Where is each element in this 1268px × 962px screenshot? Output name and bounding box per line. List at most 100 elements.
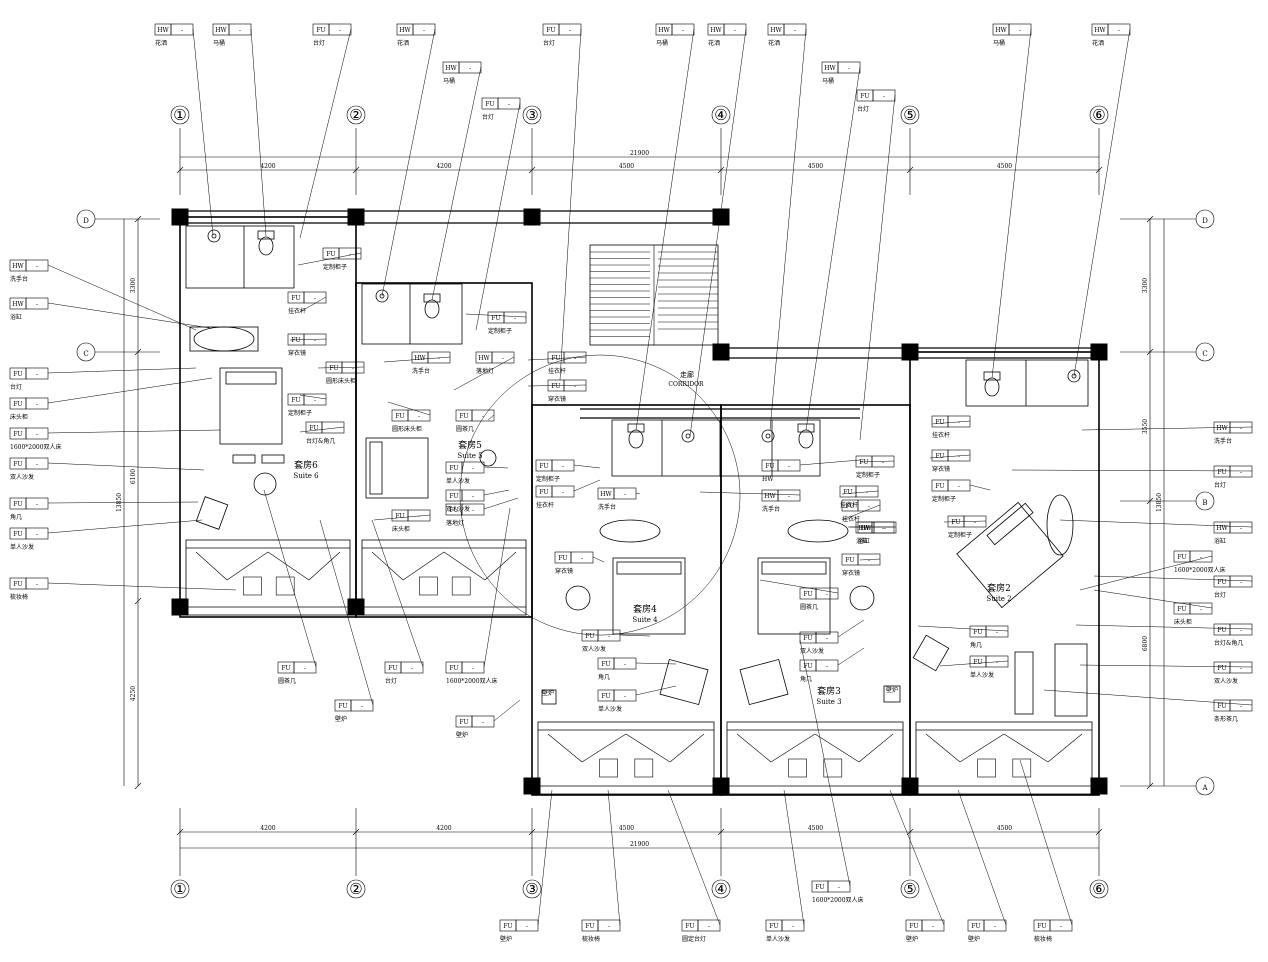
- tag-code: FU: [585, 923, 594, 930]
- tag-label: 马桶: [822, 77, 834, 85]
- tag-label: 角几: [598, 673, 610, 681]
- tag-label: 穿衣镜: [288, 349, 306, 357]
- tag-value-box: [407, 409, 431, 422]
- tag-dash: -: [1240, 425, 1242, 432]
- callout-tag: HW-花洒: [154, 23, 214, 236]
- dimension-segment: 4200: [436, 825, 451, 832]
- balcony-chair: [451, 576, 471, 596]
- callout-tag: FU-台灯&角几: [299, 421, 345, 445]
- bed-pillow: [369, 441, 383, 495]
- tag-leader: [387, 401, 431, 416]
- tag-leader: [453, 356, 515, 391]
- tag-code: FU: [449, 665, 458, 672]
- callout-tag: FU-双人沙发: [1079, 661, 1253, 685]
- tag-value-box: [781, 919, 805, 932]
- axis-label-left: D: [83, 217, 89, 225]
- tag-code: FU: [601, 693, 610, 700]
- tag-label: 浴缸: [856, 537, 868, 545]
- tag-code: HW: [1216, 525, 1228, 532]
- tag-code: FU: [845, 503, 854, 510]
- axis-label-bottom: ⑤: [903, 880, 916, 898]
- basin: [375, 289, 389, 303]
- callout-tag: FU-台灯: [475, 97, 521, 331]
- callout-tag: FU-单人沙发: [597, 685, 677, 713]
- tag-code: FU: [769, 923, 778, 930]
- basin: [1067, 369, 1081, 383]
- tag-dash: -: [882, 459, 884, 466]
- tag-code: FU: [13, 401, 22, 408]
- tag-dash: -: [624, 491, 626, 498]
- tag-code: HW: [12, 301, 24, 308]
- axis-label-bottom: ③: [525, 880, 538, 898]
- callout-tag: HW-落地灯: [453, 351, 515, 391]
- callout-tag: FU-梳妆椅: [581, 789, 621, 943]
- tag-dash: -: [36, 461, 38, 468]
- balcony-chair: [634, 758, 654, 778]
- tag-label: 条形茶几: [1214, 715, 1238, 723]
- tag-code: FU: [803, 635, 812, 642]
- tag-dash: -: [36, 581, 38, 588]
- tag-label: 洗手台: [598, 503, 616, 511]
- dimension-tick: [352, 166, 360, 174]
- callout-tag: FU-定制柜子: [287, 393, 327, 417]
- double-bed: [612, 557, 686, 635]
- toilet-bowl: [984, 377, 1000, 397]
- tag-code: FU: [803, 591, 812, 598]
- tag-leader: [783, 789, 805, 926]
- axis-label-right: C: [1202, 350, 1207, 358]
- tag-code: HW: [1216, 425, 1228, 432]
- tag-value-box: [321, 421, 345, 434]
- tag-label: 双人沙发: [1214, 677, 1238, 685]
- tag-leader: [1081, 426, 1253, 431]
- axis-label-top: ①: [173, 106, 186, 124]
- axis-label-top: ③: [525, 106, 538, 124]
- tag-code: FU: [1217, 627, 1226, 634]
- callout-tag: FU-1600*2000双人床: [9, 427, 221, 451]
- tag-leader: [759, 579, 839, 594]
- tag-value-box: [613, 657, 637, 670]
- fireplace-label: 壁炉: [886, 686, 898, 694]
- callout-tag: FU-床头柜: [373, 509, 431, 533]
- axis-bubble-top: [1089, 105, 1109, 125]
- balcony: [726, 721, 904, 795]
- tag-leader: [929, 454, 971, 459]
- dimension-tick: [1146, 215, 1154, 223]
- tag-label: 1600*2000双人床: [1174, 566, 1226, 574]
- suite-6-bathroom: [185, 225, 295, 289]
- tag-value-box: [1049, 919, 1073, 932]
- tag-code: HW: [770, 27, 782, 34]
- tag-label: 定制柜子: [323, 263, 347, 271]
- window-swing: [547, 733, 583, 763]
- tag-label: 角几: [800, 675, 812, 683]
- tag-value-box: [597, 919, 621, 932]
- dimension-lines: [123, 156, 1165, 849]
- tag-code: FU: [909, 923, 918, 930]
- tag-code: FU: [860, 93, 869, 100]
- tag-leader: [371, 519, 424, 668]
- tag-dash: -: [826, 591, 828, 598]
- suite-5-bathroom: [361, 283, 463, 345]
- tag-leader: [487, 414, 495, 421]
- tag-dash: -: [838, 884, 840, 891]
- dimension-tick: [1146, 497, 1154, 505]
- tag-code: FU: [546, 27, 555, 34]
- tag-leader: [1075, 624, 1253, 630]
- tag-leader: [381, 28, 436, 297]
- tag-label: 台灯: [1214, 481, 1226, 489]
- tag-leader: [939, 660, 1009, 667]
- tag-label: 圆茶几: [800, 603, 818, 611]
- tag-label: 单人沙发: [598, 705, 622, 713]
- tag-label: 定制柜子: [932, 495, 956, 503]
- tag-label: 单人沙发: [10, 543, 34, 551]
- balcony-chair: [243, 576, 262, 596]
- room-name-en: Suite 5: [457, 452, 482, 460]
- toilet-bowl: [628, 429, 644, 449]
- tag-value-box: [400, 661, 424, 674]
- tag-label: 挂衣杆: [840, 501, 858, 509]
- tag-code: FU: [449, 493, 458, 500]
- tag-code: FU: [459, 719, 468, 726]
- tag-dash: -: [352, 365, 354, 372]
- tag-label: 落地灯: [476, 367, 494, 375]
- tag-dash: -: [36, 263, 38, 270]
- tag-code: FU: [765, 463, 774, 470]
